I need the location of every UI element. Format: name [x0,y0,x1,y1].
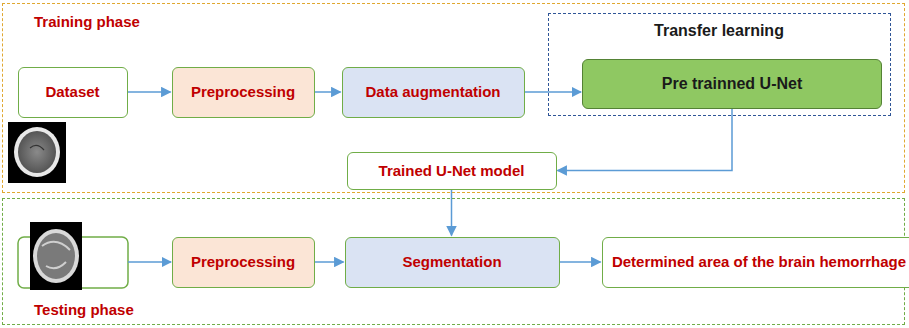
box-label: Pre trainned U-Net [656,74,808,93]
process-box: Dataset [18,67,128,118]
flow-arrow [451,190,453,236]
box-label: Segmentation [396,253,507,271]
box-label: Trained U-Net model [373,162,531,180]
process-box: Data augmentation [342,67,525,118]
flow-arrow [128,91,171,93]
flow-arrow [560,261,601,263]
phase-band: Training phaseDataset Preprocessing Data a… [2,3,905,193]
box-label: Dataset [39,83,105,101]
flow-arrow [558,109,733,171]
group-box: Transfer learningPre trainned U-Net [548,13,891,116]
ct-image [30,222,82,290]
phase-band: Testing phasePreprocessingSegmentationDe… [2,198,905,325]
group-title: Transfer learning [549,22,890,40]
flow-arrow [315,91,341,93]
phase-title: Testing phase [34,301,134,318]
flow-arrow [315,261,344,263]
ct-image [8,122,66,183]
process-box: Segmentation [345,237,560,288]
input-arrow [128,261,171,263]
box-label: Preprocessing [185,83,301,101]
process-box: Preprocessing [172,67,315,118]
phase-title: Training phase [34,13,140,30]
box-label: Data augmentation [359,83,506,101]
box-label: Preprocessing [185,253,301,271]
model-box: Trained U-Net model [347,152,557,190]
flow-arrow [525,91,582,93]
output-box: Determined area of the brain hemorrhage [602,237,909,288]
process-box: Preprocessing [172,237,315,288]
box-label: Determined area of the brain hemorrhage [606,253,909,271]
model-box: Pre trainned U-Net [582,59,882,109]
